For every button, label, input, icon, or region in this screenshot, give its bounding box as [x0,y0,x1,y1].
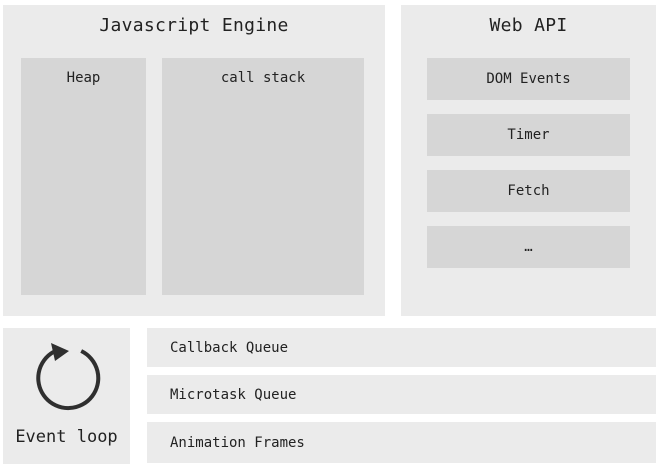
web-api-item-dom-events: DOM Events [427,58,630,100]
refresh-icon [36,343,101,411]
microtask-queue: Microtask Queue [147,375,656,414]
web-api-title: Web API [489,15,568,36]
web-api-panel: Web API DOM Events Timer Fetch … [401,5,656,316]
heap-box: Heap [21,58,146,295]
animation-frames-queue: Animation Frames [147,422,656,463]
call-stack-label: call stack [220,70,306,86]
web-api-item-fetch: Fetch [427,170,630,212]
javascript-engine-panel: Javascript Engine Heap call stack [3,5,385,316]
call-stack-box: call stack [162,58,364,295]
event-loop-label: Event loop [15,427,118,447]
heap-label: Heap [66,70,101,86]
callback-queue: Callback Queue [147,328,656,367]
web-api-item-more: … [427,226,630,268]
javascript-engine-title: Javascript Engine [99,15,289,36]
event-loop-panel: Event loop [3,328,130,464]
web-api-item-timer: Timer [427,114,630,156]
